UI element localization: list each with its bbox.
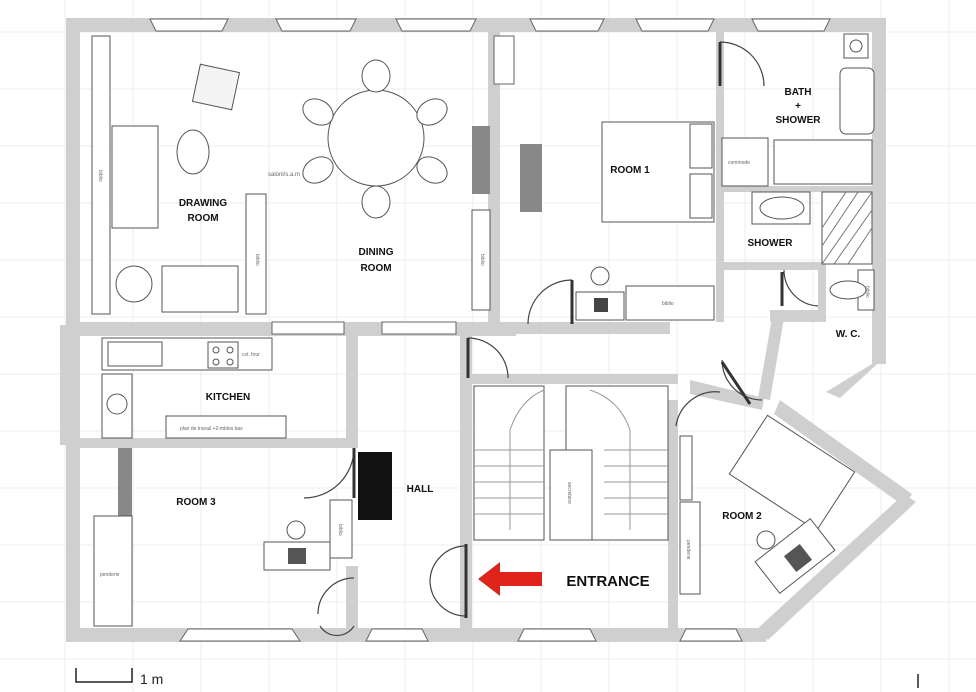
bath-label-1: BATH xyxy=(784,87,811,98)
worktop-label: plan de travail +2-mbles bas xyxy=(180,426,243,432)
bathroom-furniture xyxy=(721,33,875,311)
kitchen-label: KITCHEN xyxy=(206,392,250,403)
room1-furniture xyxy=(520,121,715,321)
shower-label: SHOWER xyxy=(748,238,794,249)
bath-label-2: + xyxy=(795,101,801,112)
commode-label: commode xyxy=(728,160,750,166)
room3-furniture xyxy=(93,448,353,627)
drawing-room-label-1: DRAWING xyxy=(179,198,228,209)
watermark-label: saloni/s.a.m xyxy=(268,172,300,178)
furniture-labels: biblio biblio biblio biblio biblio bibli… xyxy=(97,160,870,578)
biblio-label-2: biblio xyxy=(479,254,485,266)
room-labels: DRAWING ROOM DINING ROOM ROOM 1 BATH + S… xyxy=(176,87,860,590)
room3-label: ROOM 3 xyxy=(176,497,216,508)
drawing-room-label-2: ROOM xyxy=(187,213,218,224)
scale-bar: 1 m xyxy=(75,668,163,687)
bath-label-3: SHOWER xyxy=(776,115,822,126)
col-four-label: col. four xyxy=(242,352,260,358)
dining-room-label-2: ROOM xyxy=(360,263,391,274)
room2-label: ROOM 2 xyxy=(722,511,762,522)
penderie-label: penderie xyxy=(100,572,120,578)
entrance-label: ENTRANCE xyxy=(566,573,649,590)
entrance-arrow-icon xyxy=(478,562,542,596)
biblio-label-5: biblio xyxy=(337,524,343,536)
staircase xyxy=(473,385,669,541)
drawing-room-furniture xyxy=(91,35,267,315)
room2-furniture xyxy=(679,414,856,595)
hall-label: HALL xyxy=(407,484,434,495)
room1-label: ROOM 1 xyxy=(610,165,650,176)
secretaire-label: secretaire xyxy=(566,482,572,504)
hall-furniture xyxy=(358,452,392,520)
scale-label: 1 m xyxy=(140,671,163,687)
wc-label: W. C. xyxy=(836,329,861,340)
windows xyxy=(149,18,831,642)
biblio-label-6: biblio xyxy=(864,286,870,298)
penderie-label-2: penderie xyxy=(685,540,691,560)
biblio-label-3: biblio xyxy=(97,170,103,182)
dining-room-label-1: DINING xyxy=(359,247,394,258)
dining-table xyxy=(302,59,491,311)
biblio-label: biblio xyxy=(254,254,260,266)
biblio-label-4: biblio xyxy=(662,301,674,307)
kitchen-furniture xyxy=(101,337,287,439)
doors xyxy=(303,41,819,636)
